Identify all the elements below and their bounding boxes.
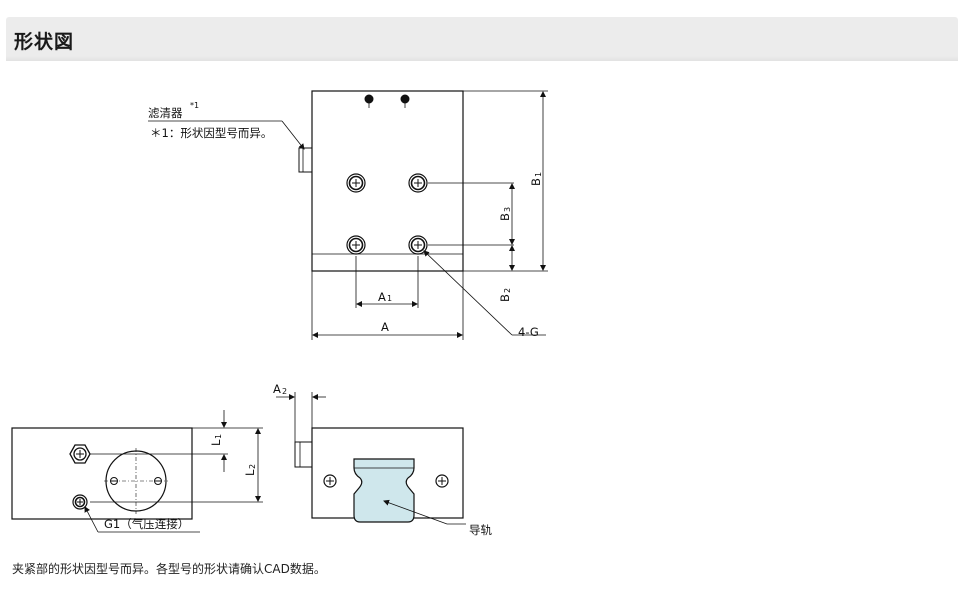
top-port-1 — [364, 94, 374, 104]
top-view-body — [311, 90, 464, 272]
guide-rail — [353, 458, 415, 523]
svg-text:1: 1 — [534, 172, 543, 177]
hole-label: 4-G — [518, 325, 539, 339]
dim-b3-label: B 3 — [498, 207, 512, 221]
svg-text:2: 2 — [248, 464, 257, 469]
mounting-hole — [408, 173, 428, 193]
side-view — [11, 410, 263, 533]
rail-label: 导轨 — [469, 523, 492, 537]
port-leader — [84, 506, 99, 533]
port-label: G1（气压连接） — [104, 517, 189, 531]
dim-l1-label: L 1 — [209, 434, 223, 446]
side-hole-left — [323, 474, 337, 488]
dim-b1-label: B 1 — [529, 172, 543, 186]
svg-text:1: 1 — [214, 434, 223, 439]
section-header — [6, 17, 958, 61]
top-view — [148, 90, 548, 340]
section-title: 形状図 — [14, 31, 75, 53]
filter-block — [298, 147, 313, 173]
side-hole-right — [435, 474, 449, 488]
mounting-hole — [408, 235, 428, 255]
svg-text:A: A — [378, 290, 386, 304]
svg-text:A: A — [273, 382, 281, 396]
svg-text:B: B — [498, 294, 512, 302]
mounting-hole — [346, 173, 366, 193]
svg-text:B: B — [498, 213, 512, 221]
dim-a1-label: A 1 — [378, 290, 392, 304]
hole-leader — [423, 250, 513, 336]
svg-text:2: 2 — [282, 387, 287, 396]
svg-text:L: L — [243, 469, 257, 476]
filter-leader — [281, 120, 305, 150]
filter-stub — [294, 441, 313, 468]
svg-text:B: B — [529, 178, 543, 186]
footnote: 夹紧部的形状因型号而异。各型号的形状请确认CAD数据。 — [12, 562, 326, 576]
filter-note: ＊1：形状因型号而异。 — [150, 126, 272, 140]
filter-label: 滤清器 — [148, 106, 183, 120]
dim-b2-label: B 2 — [498, 288, 512, 302]
air-port — [72, 494, 88, 510]
dim-a-label: A — [381, 320, 389, 334]
front-view — [276, 392, 466, 525]
filter-label-sup: *1 — [190, 101, 199, 110]
svg-text:L: L — [209, 439, 223, 446]
svg-text:2: 2 — [503, 288, 512, 293]
mounting-hole — [346, 235, 366, 255]
dim-a2-label: A 2 — [273, 382, 287, 396]
svg-text:3: 3 — [503, 207, 512, 212]
rail-leader — [383, 499, 448, 525]
dim-l2-label: L 2 — [243, 464, 257, 476]
side-view-body — [11, 427, 193, 520]
top-port-2 — [400, 94, 410, 104]
svg-text:1: 1 — [387, 294, 392, 303]
section-header-shadow — [6, 56, 958, 61]
